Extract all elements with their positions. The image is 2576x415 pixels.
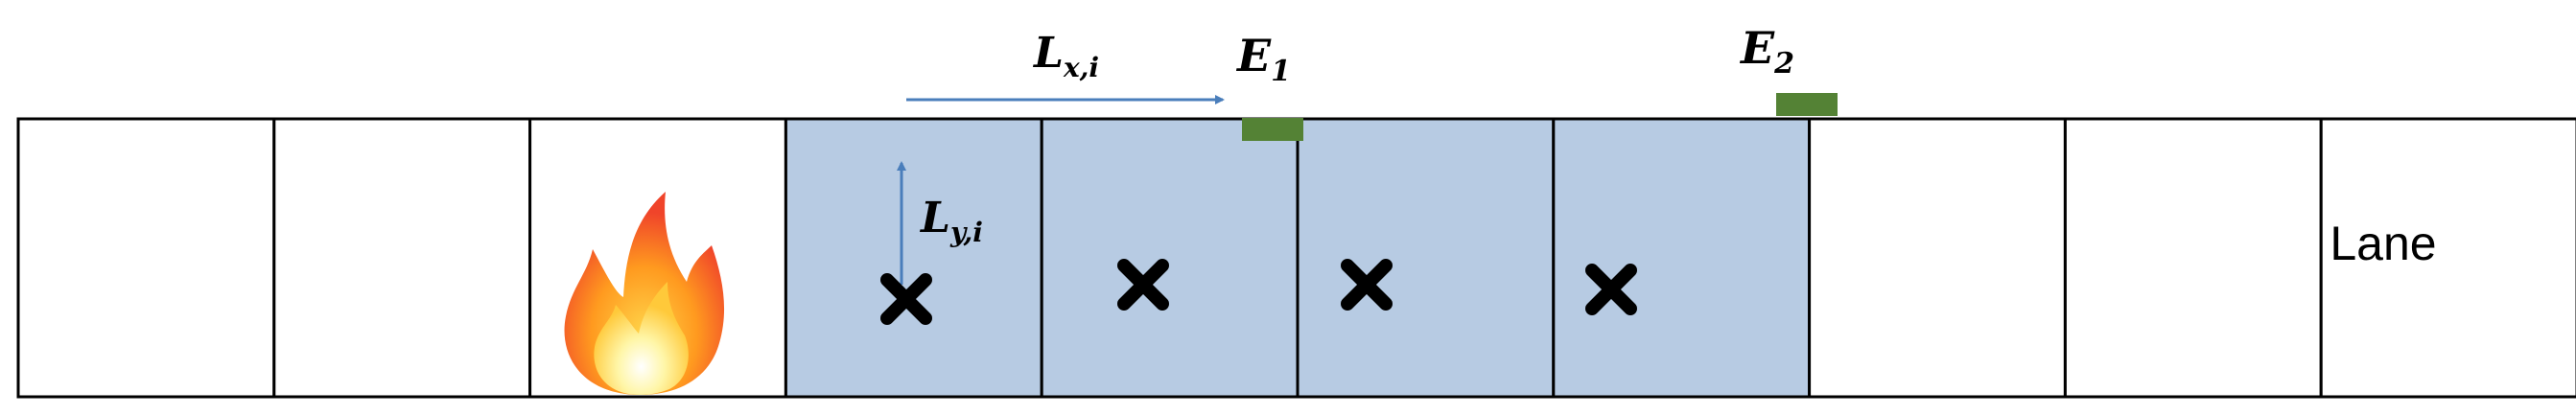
lane-cell-1 xyxy=(16,117,276,399)
lane-cell-4 xyxy=(784,117,1043,399)
lane-cell-6 xyxy=(1296,117,1556,399)
exit-2-marker xyxy=(1776,93,1838,116)
lane-cells xyxy=(16,117,2576,399)
lane-cell-7 xyxy=(1552,117,1812,399)
lane-cell-8 xyxy=(1808,117,2067,399)
exit-1-marker xyxy=(1242,118,1303,141)
ly-label: Ly,i xyxy=(919,194,983,248)
lane-cell-10 xyxy=(2319,117,2576,399)
x-marker-icon xyxy=(880,273,932,325)
fire-icon xyxy=(564,192,725,395)
occupant-markers xyxy=(880,259,1637,325)
lx-label: Lx,i xyxy=(1032,29,1099,83)
x-marker-icon xyxy=(1585,264,1637,315)
x-marker-icon xyxy=(1341,259,1393,311)
exit-2-label: E2 xyxy=(1739,22,1794,81)
lane-cell-9 xyxy=(2063,117,2323,399)
x-marker-icon xyxy=(1117,259,1169,311)
lane-cell-5 xyxy=(1040,117,1300,399)
lane-label: Lane xyxy=(2330,217,2436,270)
lane-cell-2 xyxy=(272,117,532,399)
exit-1-label: E1 xyxy=(1235,30,1291,88)
